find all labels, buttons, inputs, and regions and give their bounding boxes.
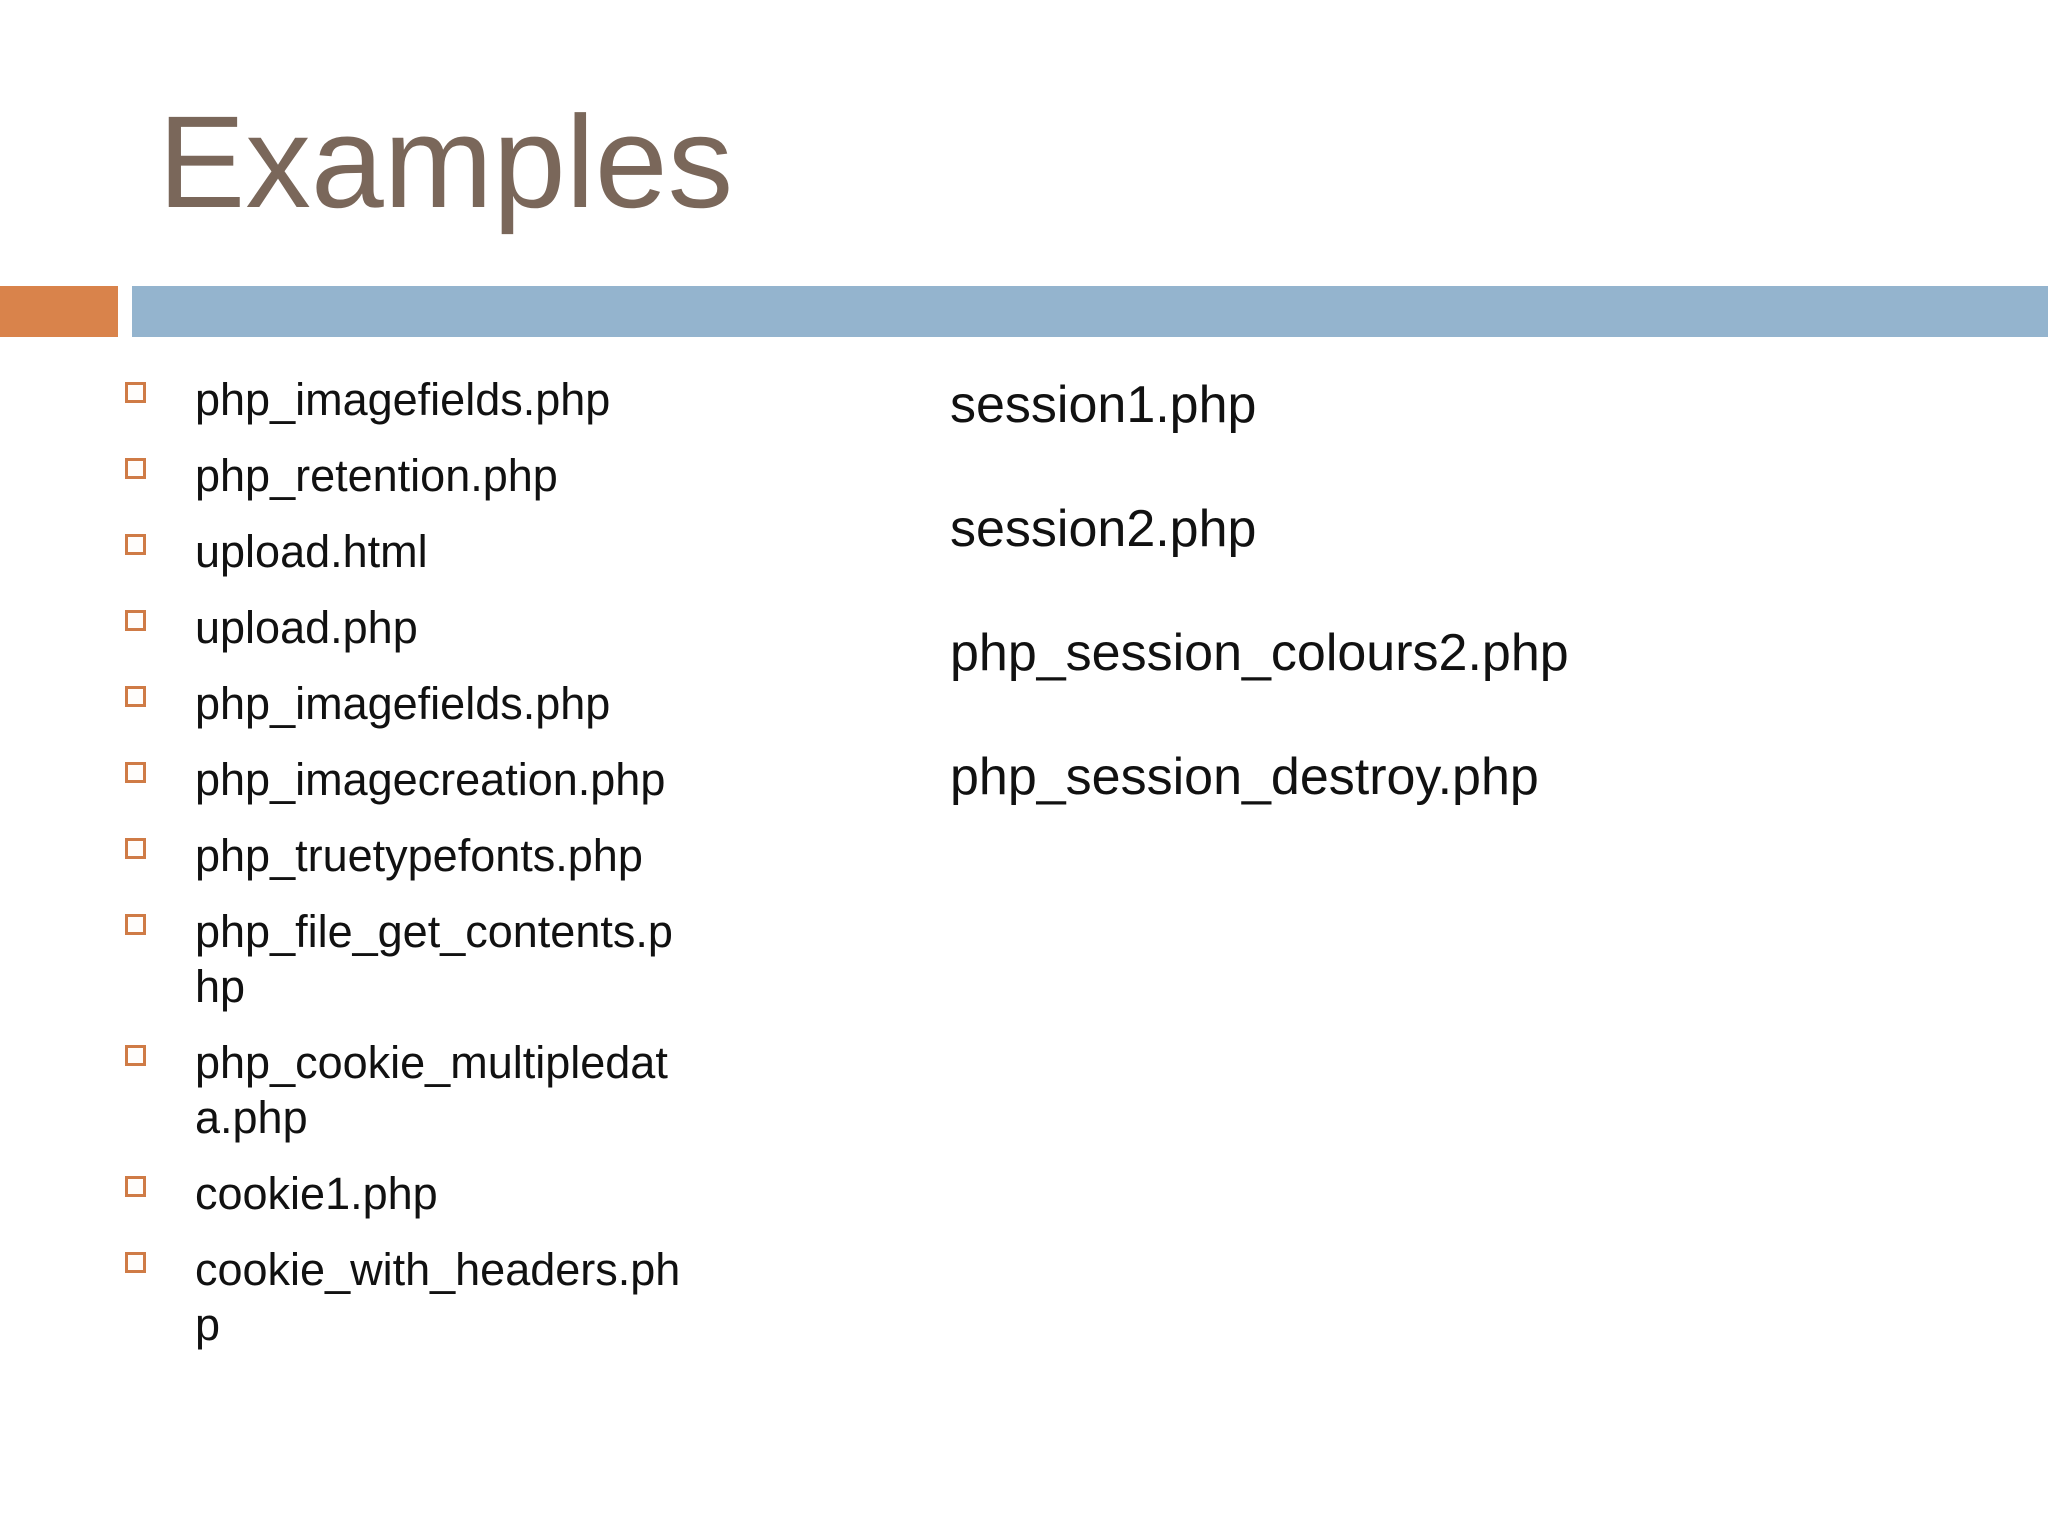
slide-title: Examples	[158, 88, 734, 235]
accent-block-orange	[0, 286, 118, 337]
list-item: session2.php	[950, 498, 1850, 560]
square-outline-icon	[125, 534, 146, 555]
accent-band	[0, 286, 2048, 337]
square-outline-icon	[125, 838, 146, 859]
square-outline-icon	[125, 610, 146, 631]
list-item: upload.html	[125, 524, 683, 579]
file-name: upload.html	[195, 526, 428, 577]
file-name: php_file_get_contents.php	[195, 906, 673, 1012]
file-name: php_truetypefonts.php	[195, 830, 643, 881]
file-name: upload.php	[195, 602, 418, 653]
file-name: cookie_with_headers.php	[195, 1244, 681, 1350]
list-item: php_session_destroy.php	[950, 746, 1850, 808]
file-list-right: session1.php session2.php php_session_co…	[950, 374, 1850, 870]
file-name: php_session_colours2.php	[950, 624, 1569, 682]
list-item: php_session_colours2.php	[950, 622, 1850, 684]
list-item: php_imagefields.php	[125, 676, 683, 731]
list-item: php_file_get_contents.php	[125, 904, 683, 1014]
list-item: cookie_with_headers.php	[125, 1242, 683, 1352]
file-name: php_cookie_multipledata.php	[195, 1037, 668, 1143]
file-name: php_retention.php	[195, 450, 558, 501]
square-outline-icon	[125, 1045, 146, 1066]
file-name: session1.php	[950, 376, 1257, 434]
square-outline-icon	[125, 458, 146, 479]
file-name: php_imagefields.php	[195, 374, 611, 425]
file-list-left: php_imagefields.php php_retention.php up…	[125, 372, 683, 1373]
square-outline-icon	[125, 1176, 146, 1197]
file-name: php_imagefields.php	[195, 678, 611, 729]
file-name: php_session_destroy.php	[950, 748, 1539, 806]
square-outline-icon	[125, 1252, 146, 1273]
list-item: upload.php	[125, 600, 683, 655]
list-item: php_truetypefonts.php	[125, 828, 683, 883]
square-outline-icon	[125, 914, 146, 935]
list-item: php_retention.php	[125, 448, 683, 503]
square-outline-icon	[125, 382, 146, 403]
list-item: php_imagefields.php	[125, 372, 683, 427]
list-item: cookie1.php	[125, 1166, 683, 1221]
file-name: cookie1.php	[195, 1168, 438, 1219]
accent-bar-blue	[132, 286, 2048, 337]
square-outline-icon	[125, 686, 146, 707]
list-item: php_imagecreation.php	[125, 752, 683, 807]
file-name: php_imagecreation.php	[195, 754, 666, 805]
list-item: php_cookie_multipledata.php	[125, 1035, 683, 1145]
file-name: session2.php	[950, 500, 1257, 558]
square-outline-icon	[125, 762, 146, 783]
list-item: session1.php	[950, 374, 1850, 436]
